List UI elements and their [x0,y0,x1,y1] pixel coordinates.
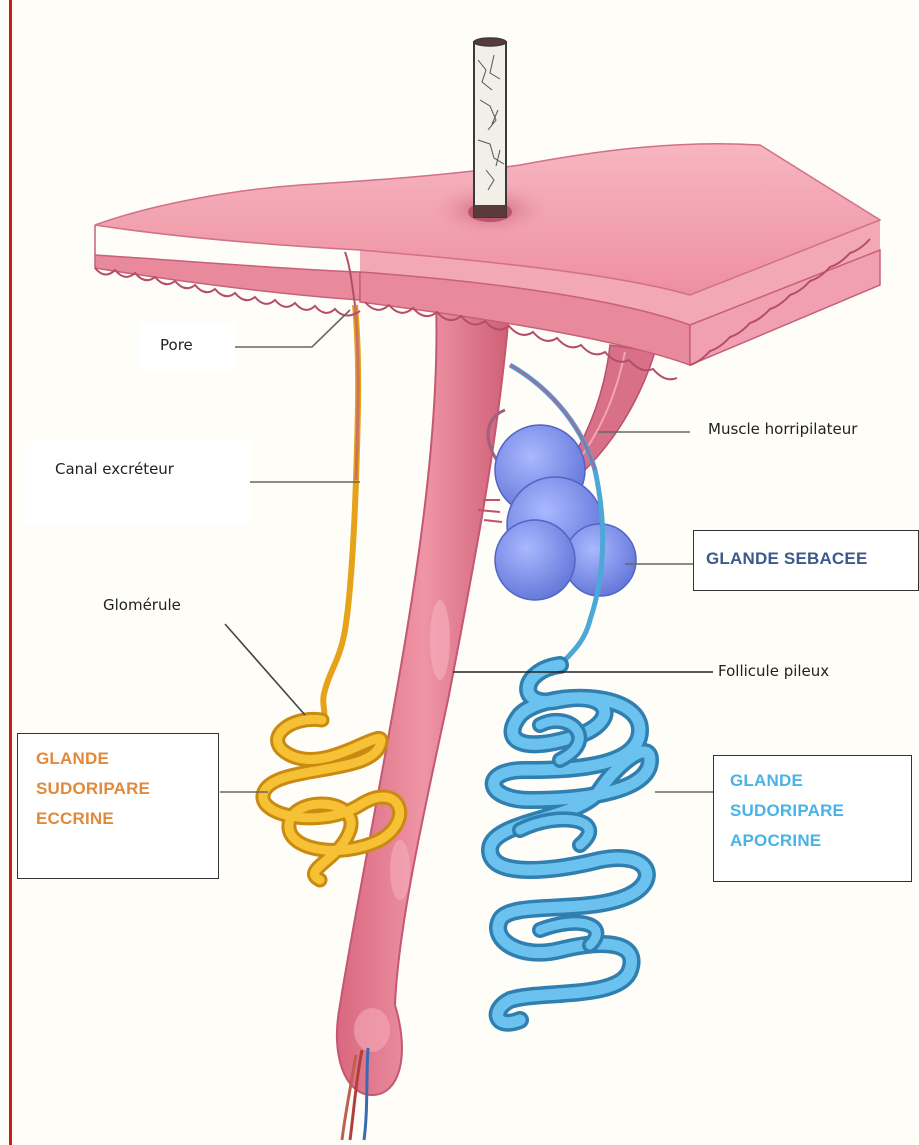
canal-label-box [25,440,250,525]
leader-glomerule [225,624,305,715]
apocrine-label-line-3: APOCRINE [730,826,911,856]
apocrine-label-box: GLANDE SUDORIPARE APOCRINE [713,755,912,882]
apocrine-label-line-2: SUDORIPARE [730,796,911,826]
hair-follicle [337,300,510,1095]
canal-label: Canal excréteur [55,460,174,478]
sebacee-label-box: GLANDE SEBACEE [693,530,919,591]
eccrine-label-box: GLANDE SUDORIPARE ECCRINE [17,733,219,879]
follicule-label: Follicule pileux [718,662,829,680]
pore-label: Pore [160,336,193,354]
muscle-label: Muscle horripilateur [708,420,857,438]
eccrine-duct [322,305,358,720]
eccrine-label-line-2: SUDORIPARE [36,774,218,804]
glomerule-label: Glomérule [103,596,181,614]
eccrine-label-line-3: ECCRINE [36,804,218,834]
apocrine-label-line-1: GLANDE [730,766,911,796]
apocrine-sweat-gland [490,665,650,1023]
arrector-pili-muscle [570,345,655,470]
leader-pore [233,310,350,347]
eccrine-label-line-1: GLANDE [36,744,218,774]
hair-shaft [474,38,506,217]
sebacee-label: GLANDE SEBACEE [706,544,918,574]
